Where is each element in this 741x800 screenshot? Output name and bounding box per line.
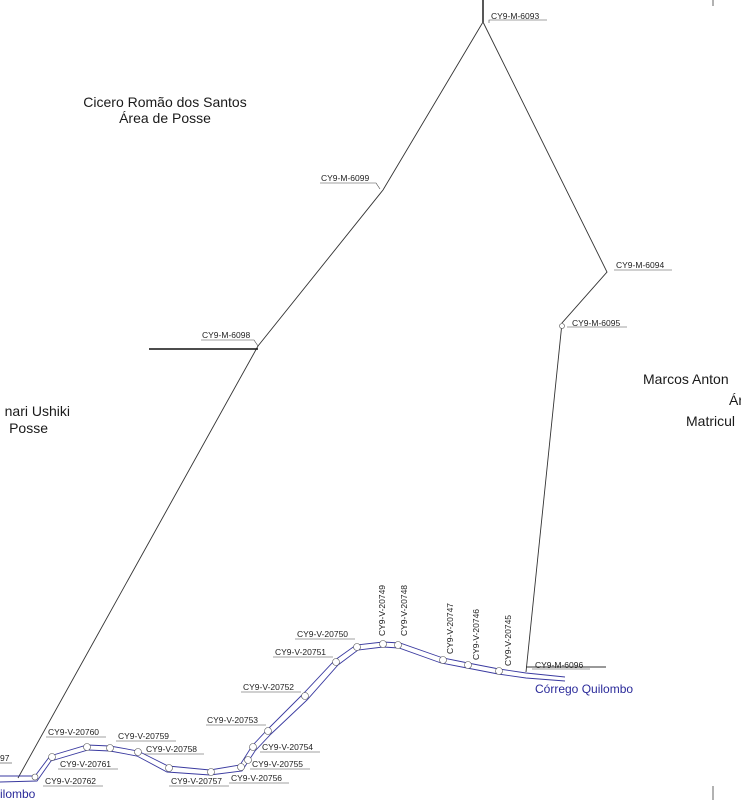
marker-label-m6098: CY9-M-6098 — [202, 330, 250, 340]
vertex-markers — [31, 323, 565, 781]
leader-m6099 — [320, 182, 381, 190]
vertex-v20749 — [379, 640, 387, 648]
marker-label-m6095: CY9-M-6095 — [572, 318, 620, 328]
leader-m6093 — [488, 19, 547, 23]
marker-label-v-partial: 97 — [0, 753, 10, 763]
area-label-ushiki-name: nari Ushiki — [5, 403, 70, 419]
river-line-upper — [0, 641, 566, 777]
marker-label-v20754: CY9-V-20754 — [262, 742, 313, 752]
marker-label-v20761: CY9-V-20761 — [60, 759, 111, 769]
vertex-v20760 — [48, 753, 56, 761]
vertex-v20758 — [134, 748, 142, 756]
marker-label-v20756: CY9-V-20756 — [231, 773, 282, 783]
marker-label-v20762: CY9-V-20762 — [45, 776, 96, 786]
vertex-v20762 — [31, 773, 39, 781]
river-label-corrego-quilombo: Córrego Quilombo — [535, 682, 633, 696]
marker-label-v20753: CY9-V-20753 — [207, 715, 258, 725]
river-line-lower — [0, 646, 566, 783]
marker-label-v20755: CY9-V-20755 — [252, 759, 303, 769]
area-label-cicero-type: Área de Posse — [119, 110, 211, 126]
vertex-v20745 — [495, 667, 503, 675]
vertex-v20759 — [106, 744, 114, 752]
vertex-v20754 — [249, 743, 257, 751]
area-label-marcos-matricula: Matricul — [686, 413, 735, 429]
marker-label-m6099: CY9-M-6099 — [321, 173, 369, 183]
v-label-underlines — [0, 638, 355, 787]
vertex-v20756 — [237, 763, 245, 771]
area-label-marcos-name: Marcos Anton — [643, 371, 729, 387]
marker-label-m6093: CY9-M-6093 — [491, 11, 539, 21]
area-label-marcos-type: Área — [729, 392, 741, 408]
vertex-v20748 — [394, 641, 402, 649]
vertex-v20757b — [207, 768, 215, 776]
marker-label-v20745: CY9-V-20745 — [503, 615, 513, 666]
marker-label-v20749: CY9-V-20749 — [377, 585, 387, 636]
vertex-v20747 — [439, 656, 447, 664]
river-label-partial: ilombo — [0, 787, 36, 800]
marker-label-v20747: CY9-V-20747 — [445, 603, 455, 654]
vertex-v20752 — [301, 692, 309, 700]
marker-label-v20750: CY9-V-20750 — [297, 629, 348, 639]
marker-label-v20752: CY9-V-20752 — [243, 682, 294, 692]
vertex-v20750 — [353, 643, 361, 651]
vertex-v20757 — [165, 764, 173, 772]
marker-label-m6096: CY9-M-6096 — [535, 660, 583, 670]
vertex-v20753 — [264, 727, 272, 735]
marker-label-v20760: CY9-V-20760 — [48, 727, 99, 737]
vertex-v20751 — [332, 658, 340, 666]
vertex-v20746 — [464, 661, 472, 669]
marker-label-m6094: CY9-M-6094 — [616, 260, 664, 270]
marker-label-v20746: CY9-V-20746 — [471, 609, 481, 660]
vertex-m6095 — [559, 323, 565, 329]
area-label-ushiki-type: Posse — [9, 420, 48, 436]
vertex-v20755 — [244, 756, 252, 764]
leader-m6098 — [201, 339, 259, 347]
area-label-cicero-name: Cicero Romão dos Santos — [83, 94, 246, 110]
vertex-v20761 — [83, 743, 91, 751]
boundary-west — [17, 21, 484, 779]
marker-label-v20748: CY9-V-20748 — [399, 585, 409, 636]
marker-label-v20751: CY9-V-20751 — [275, 647, 326, 657]
marker-label-v20759: CY9-V-20759 — [118, 731, 169, 741]
marker-label-v20758: CY9-V-20758 — [146, 744, 197, 754]
boundary-east — [482, 21, 608, 673]
marker-label-v20757: CY9-V-20757 — [171, 776, 222, 786]
